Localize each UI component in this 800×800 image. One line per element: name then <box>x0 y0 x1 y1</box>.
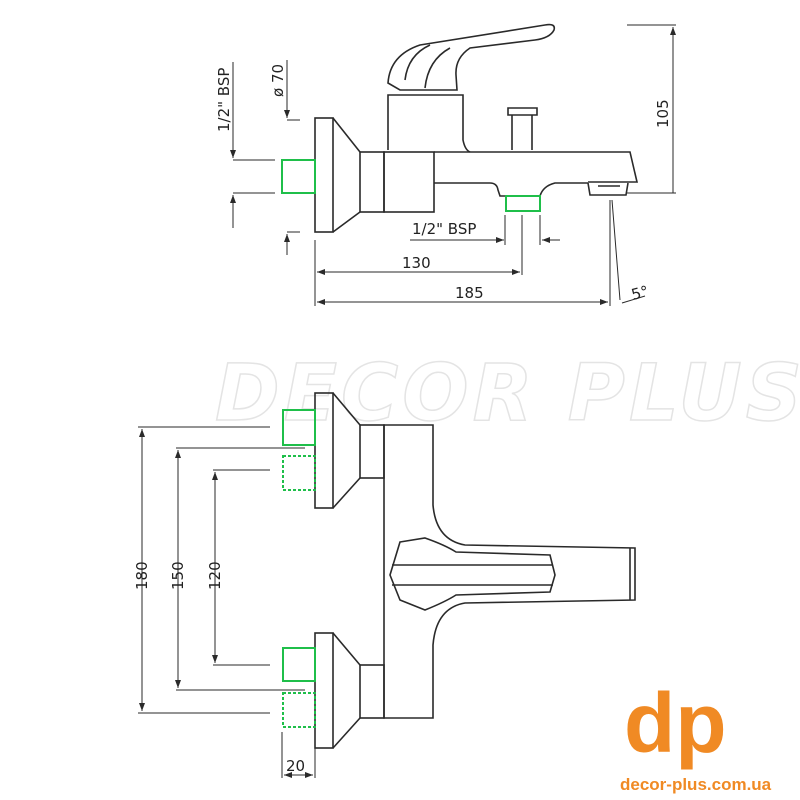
front-dimensions: 180 150 120 20 <box>133 426 316 778</box>
dim-total-length: 185 <box>455 284 484 302</box>
dim-inlet-thread: 1/2" BSP <box>215 68 233 132</box>
dim-inlet-length: 20 <box>286 757 305 775</box>
aerator <box>587 182 629 196</box>
connector-block <box>359 151 385 213</box>
dim-outlet-distance: 130 <box>402 254 431 272</box>
dim-centres-max: 180 <box>133 561 151 590</box>
side-dimensions: 105 1/2" BSP ø 70 1/2" BSP 130 185 5° <box>215 25 676 306</box>
dim-height: 105 <box>654 99 672 128</box>
wall-flange <box>314 117 334 233</box>
watermark: DECOR PLUS <box>215 349 800 439</box>
logo-url: decor-plus.com.ua <box>620 775 772 794</box>
diverter-knob <box>507 107 538 150</box>
mixer-body <box>383 151 435 213</box>
outlet-fitting <box>505 195 541 212</box>
side-view-mixer <box>281 23 639 233</box>
brand-logo: dp decor-plus.com.ua <box>620 676 772 794</box>
lever-handle <box>387 23 556 91</box>
lower-flange <box>314 632 334 749</box>
spout <box>434 151 639 197</box>
dim-spout-angle: 5° <box>629 282 650 304</box>
front-handle <box>389 537 556 611</box>
dim-centres-mid: 150 <box>169 561 187 590</box>
flange-cone <box>332 117 361 233</box>
logo-mark: dp <box>624 676 727 770</box>
upper-flange <box>314 392 334 509</box>
dim-centres-min: 120 <box>206 561 224 590</box>
front-view-mixer <box>282 392 636 749</box>
cartridge-housing <box>387 94 471 153</box>
inlet-fitting <box>281 159 316 194</box>
front-body <box>383 424 636 719</box>
dim-outlet-thread: 1/2" BSP <box>412 220 476 238</box>
dim-flange-diameter: ø 70 <box>269 64 287 97</box>
